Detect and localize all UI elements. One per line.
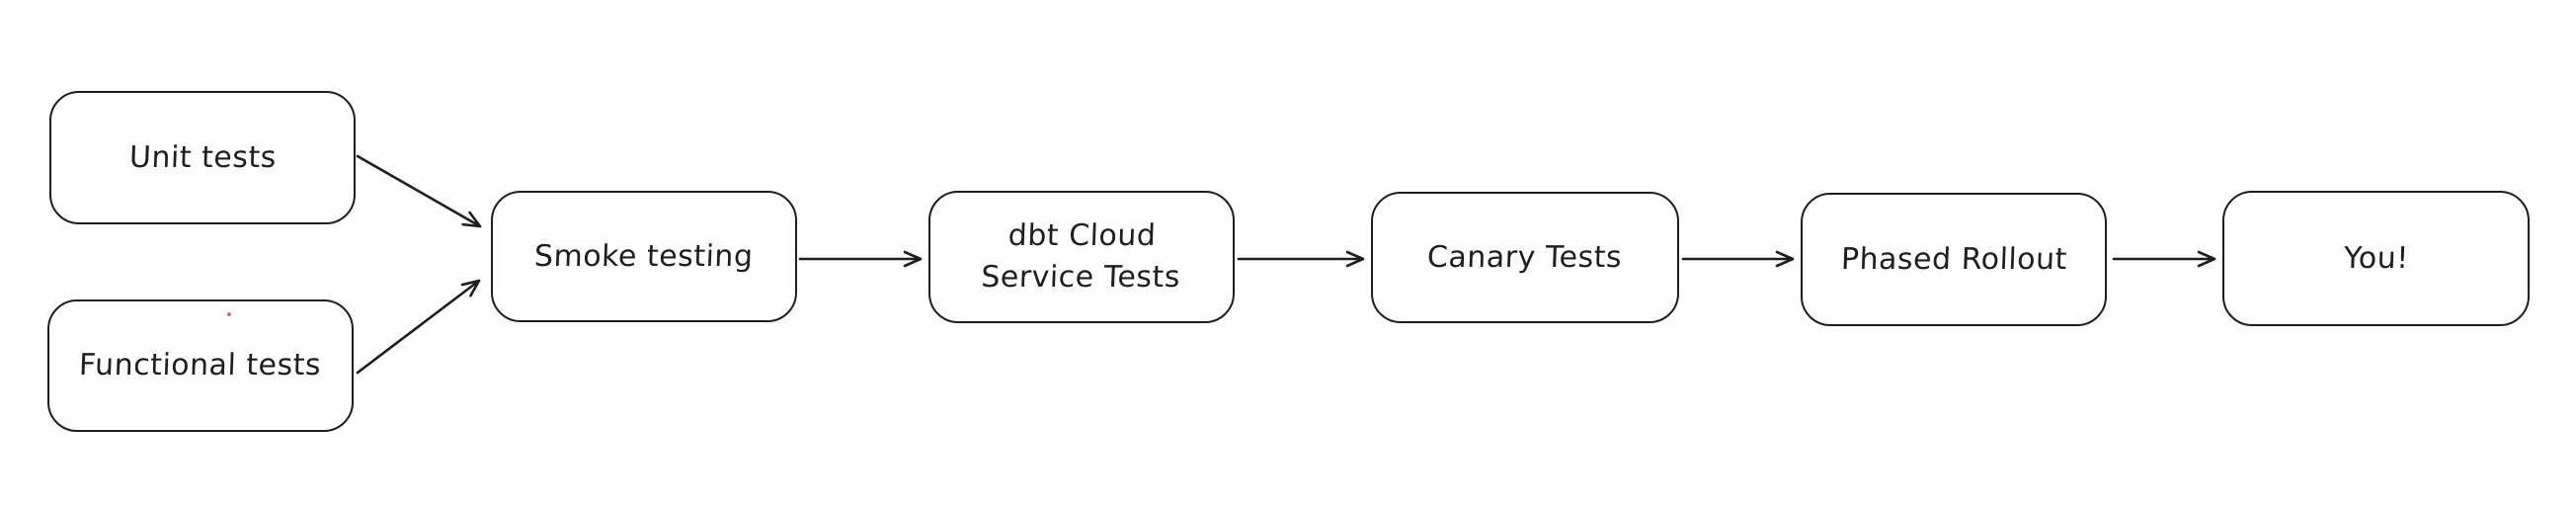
node-functional-tests: Functional tests xyxy=(47,299,354,432)
node-unit-tests: Unit tests xyxy=(49,91,356,224)
node-phased-rollout: Phased Rollout xyxy=(1801,193,2107,326)
red-dot-artifact xyxy=(227,312,231,316)
node-smoke-testing: Smoke testing xyxy=(491,191,797,322)
node-canary-tests: Canary Tests xyxy=(1371,192,1679,323)
node-functional-tests-label: Functional tests xyxy=(78,348,323,382)
node-phased-rollout-label: Phased Rollout xyxy=(1840,241,2068,277)
node-you: You! xyxy=(2222,191,2530,326)
edge-unit-tests-to-smoke-testing xyxy=(356,154,482,228)
node-dbt-cloud-service-tests-label: dbt Cloud Service Tests xyxy=(980,218,1181,295)
edge-functional-tests-to-smoke-testing xyxy=(356,279,481,375)
node-smoke-testing-label: Smoke testing xyxy=(533,238,755,274)
node-unit-tests-label: Unit tests xyxy=(127,139,278,175)
node-canary-tests-label: Canary Tests xyxy=(1426,239,1624,275)
node-you-label: You! xyxy=(2343,240,2410,276)
node-dbt-cloud-service-tests: dbt Cloud Service Tests xyxy=(928,191,1235,323)
